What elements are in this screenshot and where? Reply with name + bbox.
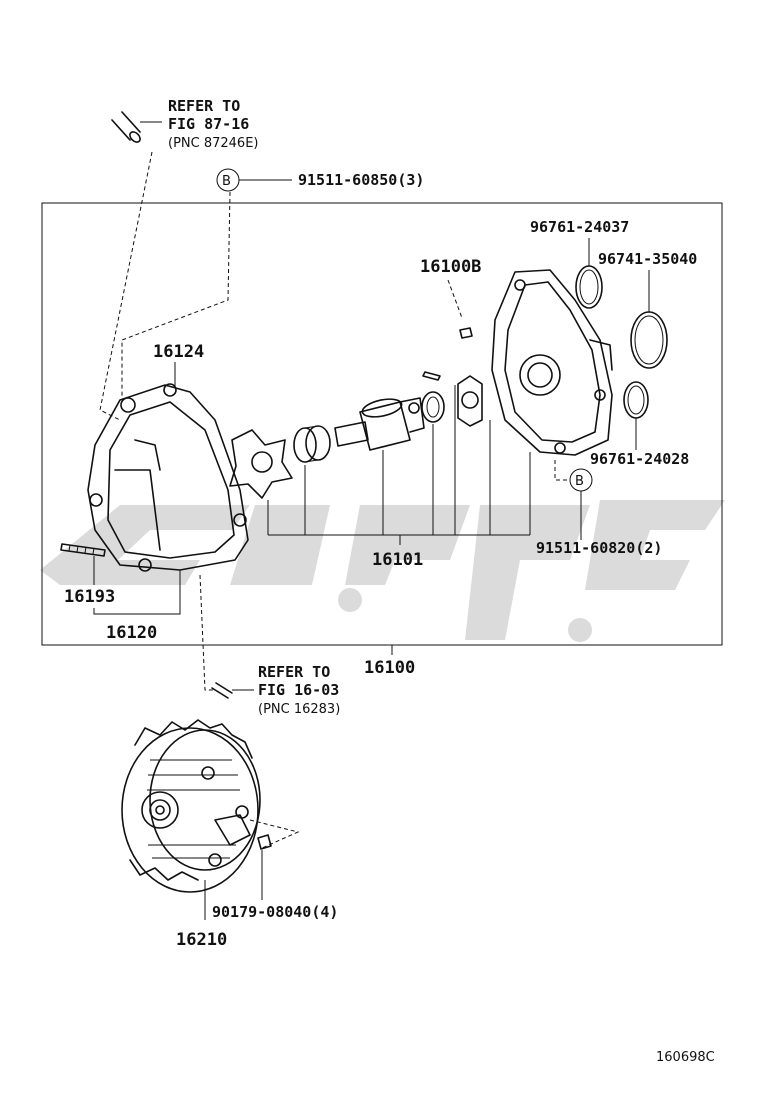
hub-flange xyxy=(457,375,483,427)
label-16210: 16210 xyxy=(176,930,227,950)
ref-top-line2: FIG 87-16 xyxy=(168,115,249,133)
label-16100: 16100 xyxy=(364,658,415,678)
marker-b-bottom-label: B xyxy=(575,474,584,489)
figure-code: 160698C xyxy=(656,1050,715,1065)
ref-top-line1: REFER TO xyxy=(168,97,240,115)
key xyxy=(422,371,441,381)
label-16120: 16120 xyxy=(106,623,157,643)
pin-16100B xyxy=(459,327,473,339)
pump-housing xyxy=(87,383,249,572)
hose-ref-top xyxy=(111,111,162,143)
shaft-bearing xyxy=(334,397,425,451)
nut-90179-08040 xyxy=(257,834,272,850)
label-16100B: 16100B xyxy=(420,257,481,277)
label-96761-24037: 96761-24037 xyxy=(530,218,629,236)
marker-b-top-label: B xyxy=(222,174,231,189)
o-ring-96741-35040 xyxy=(630,311,668,369)
ref-top-line3: (PNC 87246E) xyxy=(168,136,259,151)
bracket-16101 xyxy=(267,385,531,545)
label-96761-24028: 96761-24028 xyxy=(590,450,689,468)
label-91511-60820: 91511-60820(2) xyxy=(536,539,662,557)
rear-plate xyxy=(491,269,613,456)
fan-clutch-16210 xyxy=(121,719,261,893)
label-16101: 16101 xyxy=(372,550,423,570)
label-91511-60850: 91511-60850(3) xyxy=(298,171,424,189)
hose-ref-middle xyxy=(211,682,233,699)
bearing-ring xyxy=(421,391,445,423)
impeller xyxy=(229,429,293,499)
watermark-logo xyxy=(40,500,725,642)
label-16193: 16193 xyxy=(64,587,115,607)
label-96741-35040: 96741-35040 xyxy=(598,250,697,268)
ref-middle-line3: (PNC 16283) xyxy=(258,702,340,717)
stud-bolt-16193 xyxy=(60,543,106,557)
seal xyxy=(293,425,331,463)
assembly-frame-16100 xyxy=(41,202,723,646)
ref-middle-line1: REFER TO xyxy=(258,663,330,681)
ref-middle-line2: FIG 16-03 xyxy=(258,681,339,699)
label-16124: 16124 xyxy=(153,342,204,362)
label-90179-08040: 90179-08040(4) xyxy=(212,903,338,921)
